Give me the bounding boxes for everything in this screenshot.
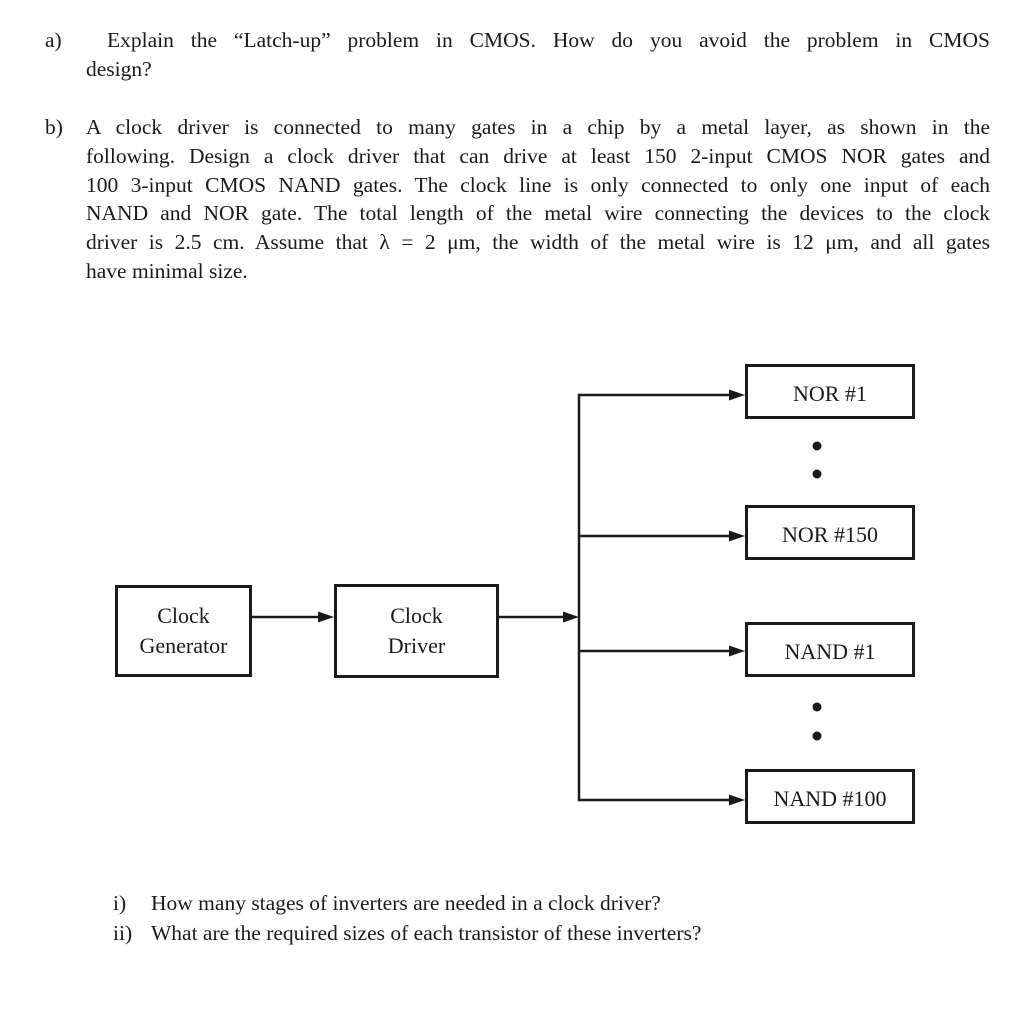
ellipsis-dot-nand	[812, 731, 822, 741]
arrowhead-into-nand-100	[729, 794, 745, 806]
question-a-text: Explain the “Latch-up” problem in CMOS. …	[86, 26, 990, 84]
arrowhead-into-driver	[318, 611, 334, 623]
ellipsis-dot-nor	[812, 469, 822, 479]
sub-question-ii-label: ii)	[113, 921, 133, 945]
sub-question-i: i) How many stages of inverters are need…	[113, 888, 933, 918]
question-a-line: design?	[86, 57, 152, 81]
sub-question-i-label: i)	[113, 891, 127, 915]
nand-1-box: NAND #1	[745, 622, 915, 677]
question-b-label: b)	[45, 115, 63, 139]
question-b-line: have minimal size.	[86, 258, 248, 283]
arrowhead-into-nor-1	[729, 389, 745, 401]
question-b-line: NAND and NOR gate. The total length of t…	[86, 201, 990, 226]
clock-driver-label-line1: Clock	[390, 603, 443, 628]
sub-question-ii: ii) What are the required sizes of each …	[113, 918, 933, 948]
question-b-line: 100 3-input CMOS NAND gates. The clock l…	[86, 172, 990, 197]
nor-150-box: NOR #150	[745, 505, 915, 560]
sub-questions: i) How many stages of inverters are need…	[113, 888, 933, 948]
clock-generator-box: Clock Generator	[115, 585, 252, 677]
clock-generator-label-line1: Clock	[157, 603, 210, 628]
clock-driver-box: Clock Driver	[334, 584, 499, 678]
question-b-text: A clock driver is connected to many gate…	[86, 113, 990, 286]
question-b-line: following. Design a clock driver that ca…	[86, 143, 990, 168]
clock-generator-label-line2: Generator	[139, 633, 228, 658]
ellipsis-dot-nor	[812, 441, 822, 451]
nor-1-label: NOR #1	[793, 380, 867, 406]
nor-1-box: NOR #1	[745, 364, 915, 419]
sub-question-i-text: How many stages of inverters are needed …	[151, 891, 661, 915]
nand-1-label: NAND #1	[784, 638, 876, 664]
nand-100-box: NAND #100	[745, 769, 915, 824]
arrowhead-into-nand-1	[729, 645, 745, 657]
arrowhead-into-trunk	[563, 611, 579, 623]
question-a-label: a)	[45, 28, 62, 52]
clock-driver-label-line2: Driver	[387, 633, 446, 658]
question-b-line: driver is 2.5 cm. Assume that λ = 2 μm, …	[86, 230, 990, 255]
question-b-line: A clock driver is connected to many gate…	[86, 115, 990, 139]
nand-100-label: NAND #100	[773, 785, 887, 811]
sub-question-ii-text: What are the required sizes of each tran…	[151, 921, 702, 945]
question-a-line: Explain the “Latch-up” problem in CMOS. …	[107, 28, 990, 52]
nor-150-label: NOR #150	[782, 521, 878, 547]
ellipsis-dot-nand	[812, 702, 822, 712]
arrowhead-into-nor-150	[729, 530, 745, 542]
